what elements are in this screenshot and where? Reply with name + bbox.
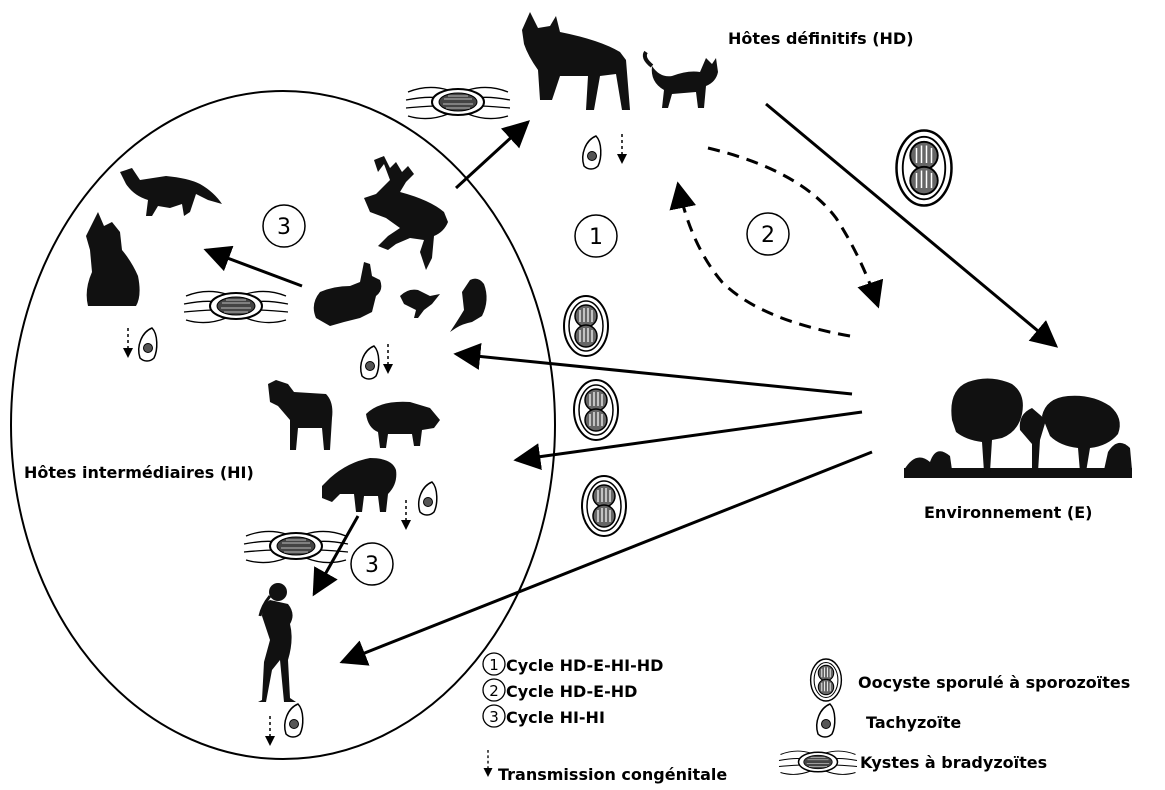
environment-label: Environnement (E) <box>924 503 1092 522</box>
legend-oocyst: Oocyste sporulé à sporozoïtes <box>811 659 1131 701</box>
legend-cycles: 1 Cycle HD-E-HI-HD 2 Cycle HD-E-HD 3 Cyc… <box>483 653 663 727</box>
cyst-icon <box>406 87 510 118</box>
svg-text:2: 2 <box>489 682 499 700</box>
bird-icon <box>400 290 440 318</box>
svg-text:Cycle HI-HI: Cycle HI-HI <box>506 708 605 727</box>
arrow-sheep-to-woman <box>314 516 358 594</box>
legend-cycle-1: 1 Cycle HD-E-HI-HD <box>483 653 663 675</box>
sheep-icon <box>322 458 396 512</box>
svg-text:1: 1 <box>489 656 499 674</box>
dashed-arrow-env-to-hd <box>678 184 850 336</box>
cycle-marker-1: 1 <box>575 215 617 257</box>
cyst-icon <box>244 531 348 562</box>
congenital-arrow-icon <box>401 500 411 530</box>
dashed-arrow-hd-to-env <box>708 148 878 306</box>
legend-tachyzoite: Tachyzoïte <box>817 704 962 737</box>
svg-text:Tachyzoïte: Tachyzoïte <box>866 713 961 732</box>
tachyzoite-icon <box>419 482 437 515</box>
arrow-env-to-hi-top <box>456 354 852 394</box>
rodent-icon <box>450 279 487 332</box>
svg-text:3: 3 <box>277 215 291 240</box>
svg-text:3: 3 <box>489 708 499 726</box>
intermediate-hosts-label: Hôtes intermédiaires (HI) <box>24 463 254 482</box>
svg-text:Cycle HD-E-HD: Cycle HD-E-HD <box>506 682 637 701</box>
cyst-icon <box>184 291 288 322</box>
tachyzoite-icon <box>139 328 157 361</box>
fox-icon <box>120 168 222 216</box>
congenital-arrow-icon <box>123 328 133 358</box>
svg-text:1: 1 <box>589 225 603 250</box>
oocyst-icon <box>582 476 626 536</box>
definitive-hosts-label: Hôtes définitifs (HD) <box>728 29 914 48</box>
arrow-hi-to-hd <box>456 122 528 188</box>
oocyst-icon <box>897 131 952 206</box>
tachyzoite-icon <box>583 136 601 169</box>
cycle-marker-3-top: 3 <box>263 205 305 247</box>
svg-text:Kystes à bradyzoïtes: Kystes à bradyzoïtes <box>860 753 1047 772</box>
rabbit-icon <box>314 262 382 326</box>
arrow-rabbit-to-fox <box>206 250 302 286</box>
oocyst-icon <box>574 380 618 440</box>
svg-text:3: 3 <box>365 553 379 578</box>
lynx-icon <box>522 12 630 110</box>
cat-icon <box>645 52 718 108</box>
goat-icon <box>268 380 332 450</box>
svg-text:2: 2 <box>761 223 775 248</box>
oocyst-icon <box>564 296 608 356</box>
svg-text:Oocyste sporulé à sporozoïtes: Oocyste sporulé à sporozoïtes <box>858 673 1130 692</box>
svg-text:Cycle HD-E-HI-HD: Cycle HD-E-HI-HD <box>506 656 663 675</box>
pregnant-woman-icon <box>258 583 296 702</box>
svg-text:Transmission congénitale: Transmission congénitale <box>498 765 727 784</box>
environment-trees-icon <box>904 378 1132 478</box>
congenital-arrow-icon <box>617 134 627 164</box>
arrow-env-to-hi-middle <box>516 412 862 460</box>
tachyzoite-icon <box>361 346 379 379</box>
deer-icon <box>364 156 448 270</box>
legend-cyst: Kystes à bradyzoïtes <box>779 751 1047 774</box>
cycle-marker-3-bottom: 3 <box>351 543 393 585</box>
cycle-marker-2: 2 <box>747 213 789 255</box>
boar-icon <box>366 402 440 448</box>
wolf-icon <box>86 212 140 306</box>
legend-cycle-3: 3 Cycle HI-HI <box>483 705 605 727</box>
legend-cycle-2: 2 Cycle HD-E-HD <box>483 679 637 701</box>
congenital-arrow-icon <box>265 716 275 746</box>
legend-congenital: Transmission congénitale <box>484 750 728 784</box>
congenital-arrow-icon <box>383 344 393 374</box>
tachyzoite-icon <box>285 704 303 737</box>
